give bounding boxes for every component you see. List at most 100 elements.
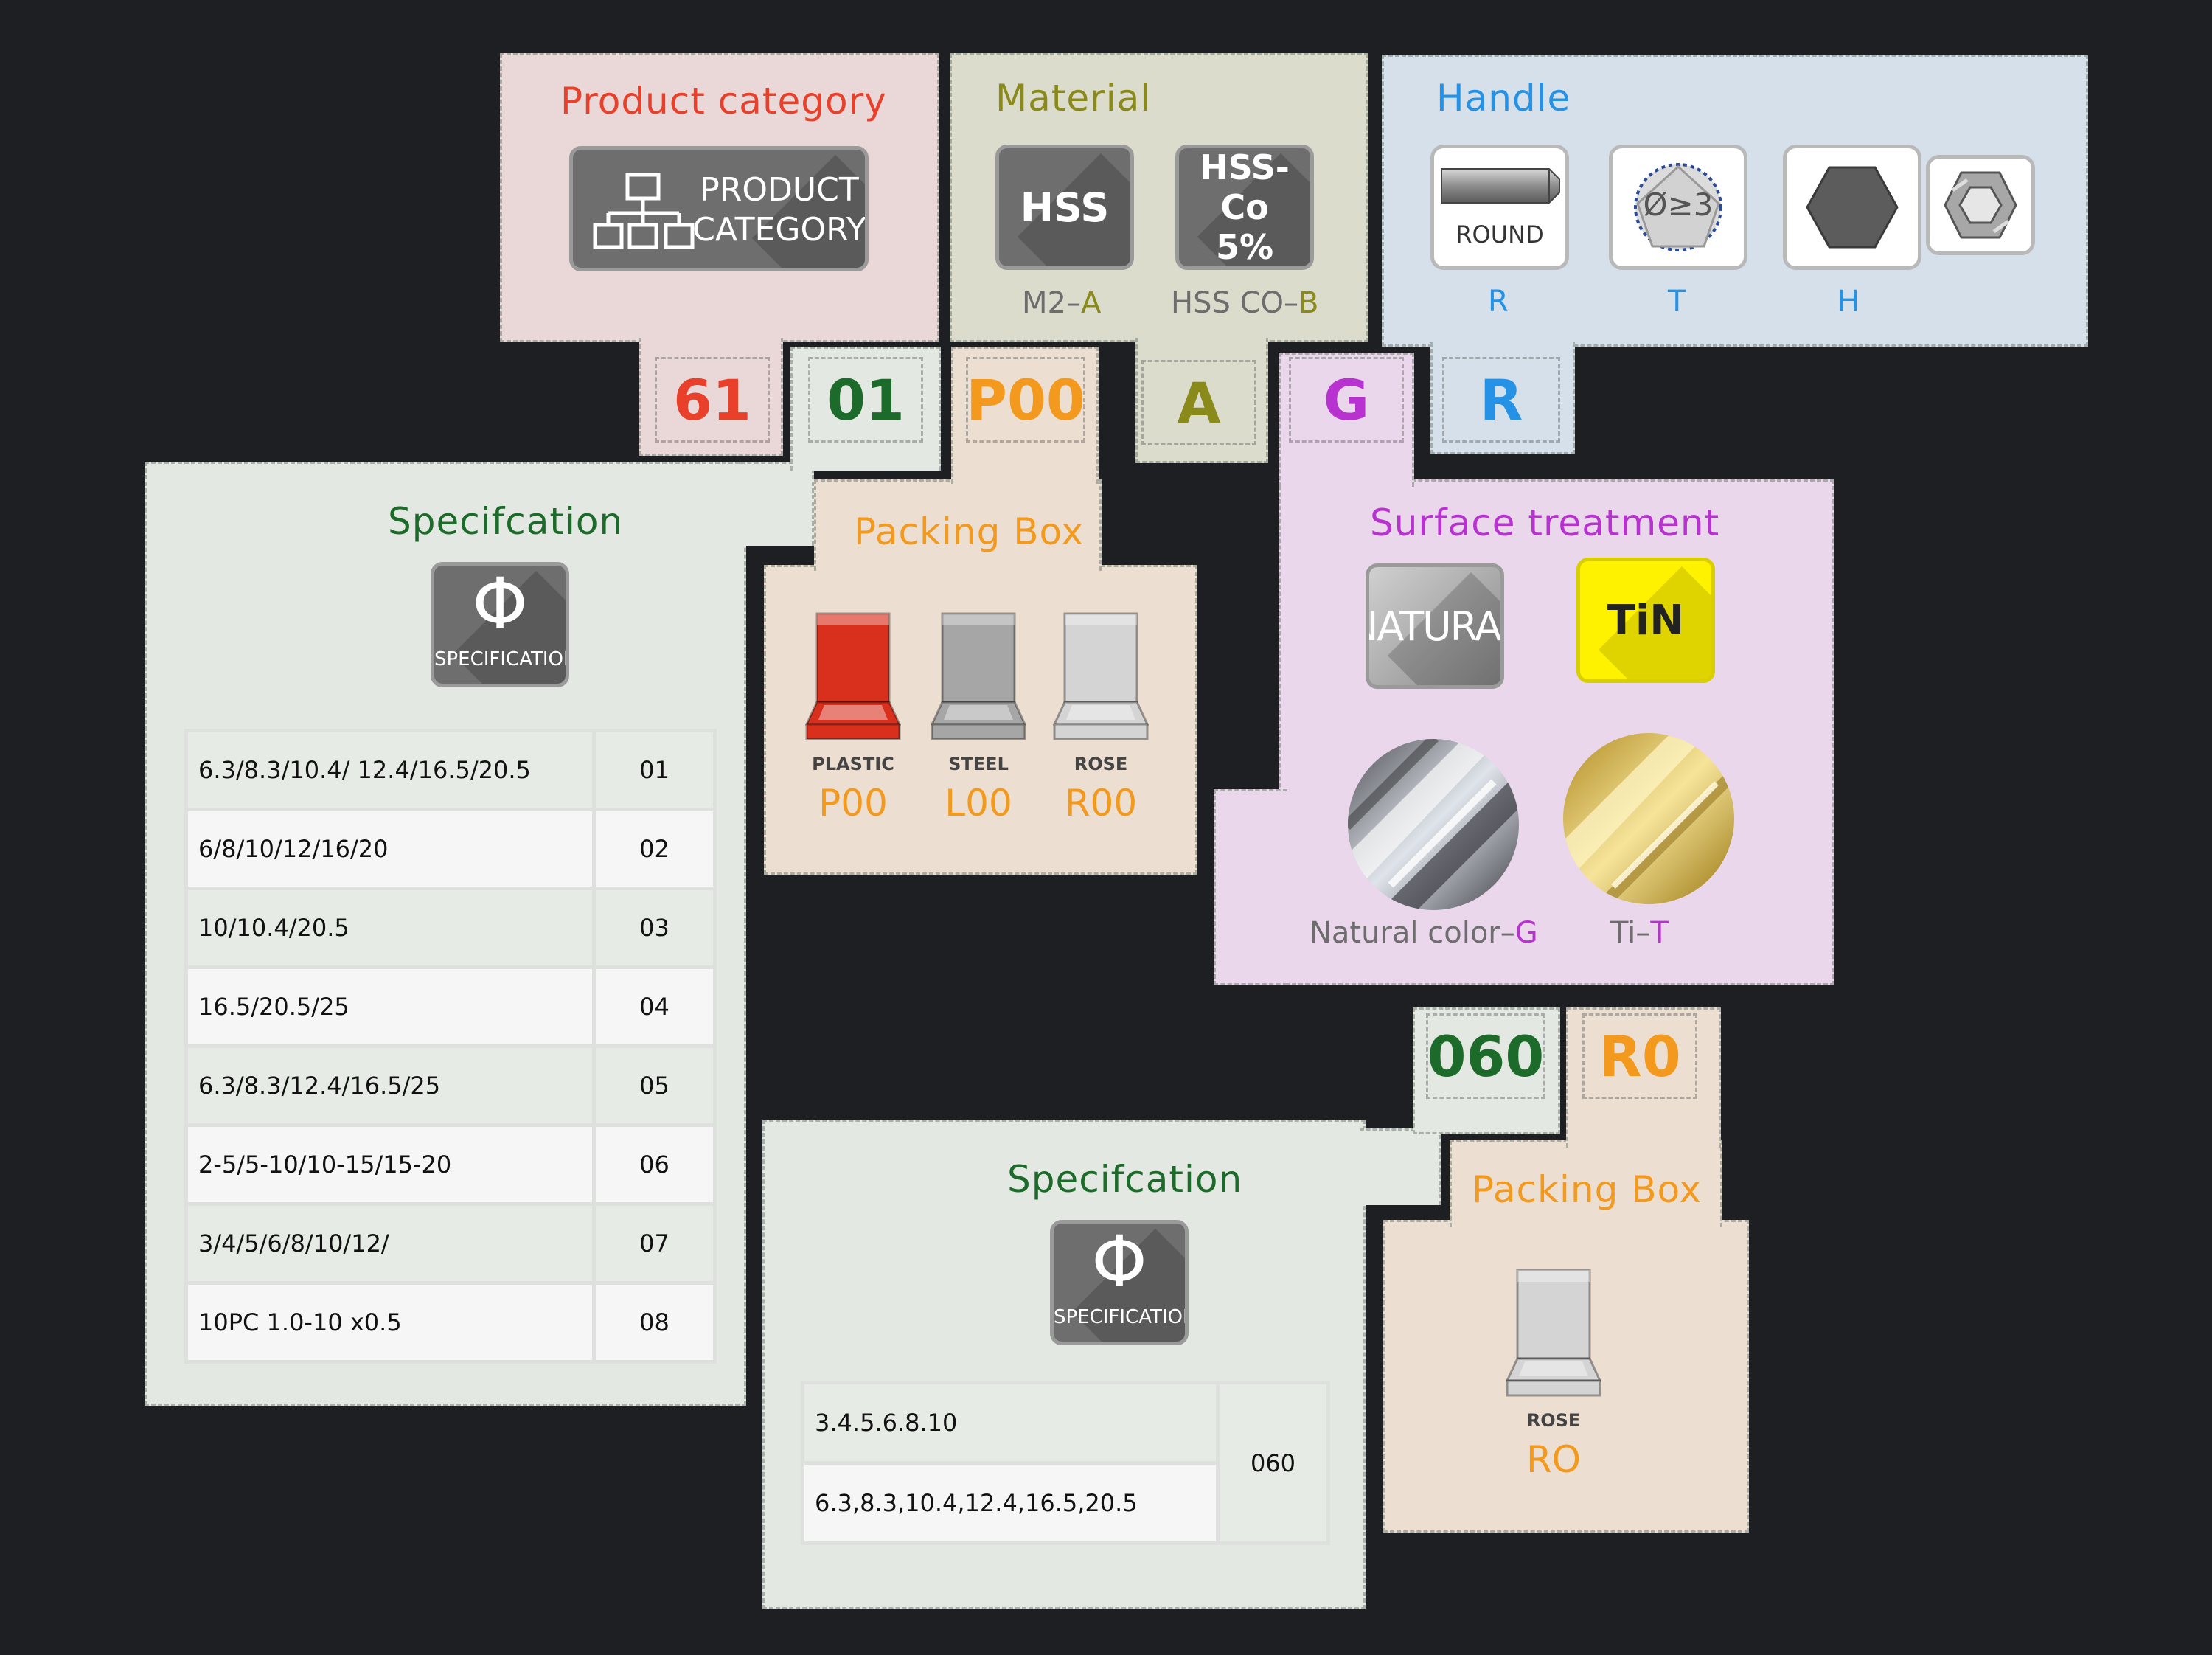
surface-panel-tab xyxy=(1279,353,1414,487)
natural-label: NATURAL xyxy=(1369,603,1500,650)
hex-quick-change-icon xyxy=(1944,171,2017,239)
code-spec1: 01 xyxy=(808,357,923,443)
spec2-table: 3.4.5.6.8.10 060 6.3,8.3,10.4,12.4,16.5,… xyxy=(801,1381,1330,1545)
material-hss-co-sub-prefix: HSS CO– xyxy=(1171,286,1298,320)
round-shank-label: ROUND xyxy=(1455,221,1544,249)
phi-icon-2: Φ xyxy=(1091,1221,1147,1303)
packing-box-option[interactable]: ROSE RO xyxy=(1498,1266,1609,1487)
code-handle: R xyxy=(1442,357,1560,443)
tin-button[interactable]: TiN xyxy=(1576,558,1715,683)
material-hss-sub-prefix: M2– xyxy=(1022,286,1081,320)
product-category-panel-tab xyxy=(639,338,783,456)
code-material: A xyxy=(1141,360,1256,445)
spec1-title: Specifcation xyxy=(388,500,624,543)
box-icon xyxy=(1506,1269,1601,1397)
code-product-category: 61 xyxy=(655,357,770,443)
triangle-shank-label: Ø≥3 xyxy=(1643,187,1714,223)
spec1-row-code: 07 xyxy=(596,1206,713,1281)
hex-quick-change-button[interactable] xyxy=(1926,155,2035,255)
spec2-title: Specifcation xyxy=(1007,1158,1243,1201)
packing2-panel-tab-b xyxy=(1566,1007,1721,1148)
spec1-row-code: 04 xyxy=(596,969,713,1044)
code-packing1: P00 xyxy=(966,357,1085,443)
material-hss-co-subtitle: HSS CO–B xyxy=(1171,286,1318,320)
natural-color-caption: Natural color–G xyxy=(1310,916,1538,950)
ti-prefix: Ti– xyxy=(1610,916,1651,950)
spec1-icon-label: SPECIFICATION xyxy=(434,648,569,670)
spec1-row-sizes: 6.3/8.3/12.4/16.5/25 xyxy=(188,1048,592,1123)
packing-box-label: ROSE xyxy=(1526,1410,1581,1431)
product-category-button-line2: CATEGORY xyxy=(692,211,866,249)
spec2-icon-label: SPECIFICATION xyxy=(1054,1306,1189,1328)
spec1-row-code: 05 xyxy=(596,1048,713,1123)
handle-code-t: T xyxy=(1668,285,1686,319)
ti-code: T xyxy=(1650,916,1669,950)
hex-shank-button[interactable] xyxy=(1783,145,1921,270)
spec1-row-sizes: 16.5/20.5/25 xyxy=(188,969,592,1044)
material-hss-button[interactable]: HSS xyxy=(995,145,1134,270)
spec1-row-sizes: 6.3/8.3/10.4/ 12.4/16.5/20.5 xyxy=(188,732,592,808)
packing-box-option[interactable]: PLASTIC P00 xyxy=(798,609,908,830)
code-spec2: 060 xyxy=(1426,1013,1545,1099)
natural-button[interactable]: NATURAL xyxy=(1366,563,1504,689)
material-hss-label: HSS xyxy=(1020,184,1110,231)
packing-box-label: PLASTIC xyxy=(812,754,894,774)
ti-caption: Ti–T xyxy=(1610,916,1669,950)
box-icon xyxy=(931,612,1026,740)
spec1-row-code: 02 xyxy=(596,811,713,887)
spec1-row-sizes: 10PC 1.0-10 x0.5 xyxy=(188,1285,592,1360)
tin-drill-photo xyxy=(1563,733,1734,904)
packing-box-option[interactable]: STEEL L00 xyxy=(923,609,1034,830)
tin-label: TiN xyxy=(1607,596,1685,645)
packing-box-label: ROSE xyxy=(1074,754,1128,774)
product-category-title: Product category xyxy=(560,80,887,122)
spec1-row-sizes: 2-5/5-10/10-15/15-20 xyxy=(188,1127,592,1202)
spec1-row-code: 01 xyxy=(596,732,713,808)
surface-panel xyxy=(1279,479,1834,985)
handle-code-r: R xyxy=(1488,285,1509,319)
spec2-row-code: 060 xyxy=(1220,1384,1326,1541)
handle-code-h: H xyxy=(1837,285,1860,319)
material-hss-co-button[interactable]: HSS-Co 5% xyxy=(1175,145,1314,270)
natural-color-prefix: Natural color– xyxy=(1310,916,1515,950)
product-category-button[interactable]: PRODUCT CATEGORY xyxy=(569,146,869,271)
spec1-row-code: 06 xyxy=(596,1127,713,1202)
packing-box-code: RO xyxy=(1526,1438,1582,1481)
packing1-title: Packing Box xyxy=(854,510,1085,553)
packing-box-code: L00 xyxy=(945,782,1012,825)
triangle-shank-button[interactable]: Ø≥3 xyxy=(1609,145,1747,270)
spec2-panel-tab-b xyxy=(1413,1007,1560,1134)
spec2-icon-button: Φ SPECIFICATION xyxy=(1050,1220,1189,1345)
natural-drill-photo xyxy=(1348,739,1519,910)
spec1-row-code: 08 xyxy=(596,1285,713,1360)
packing-box-code: P00 xyxy=(818,782,888,825)
spec1-icon-button: Φ SPECIFICATION xyxy=(431,562,569,687)
round-shank-button[interactable]: ROUND xyxy=(1430,145,1569,270)
material-panel-tab xyxy=(1135,338,1268,463)
material-hss-sub-code: A xyxy=(1080,286,1102,320)
box-icon xyxy=(805,612,901,740)
surface-title: Surface treatment xyxy=(1370,502,1720,544)
material-hss-co-sub-code: B xyxy=(1298,286,1319,320)
box-icon xyxy=(1053,612,1149,740)
code-surface: G xyxy=(1289,357,1404,443)
spec2-row1-sizes: 3.4.5.6.8.10 xyxy=(804,1384,1216,1461)
material-title: Material xyxy=(995,77,1152,119)
spec1-row-sizes: 6/8/10/12/16/20 xyxy=(188,811,592,887)
spec1-row-code: 03 xyxy=(596,890,713,965)
product-category-button-line1: PRODUCT xyxy=(700,171,859,209)
material-hss-subtitle: M2–A xyxy=(1022,286,1101,320)
spec2-panel-tab-a xyxy=(1360,1128,1441,1205)
phi-icon: Φ xyxy=(472,563,528,645)
material-hss-co-label-line2: 5% xyxy=(1215,227,1274,267)
packing-box-label: STEEL xyxy=(948,754,1009,774)
spec2-row2-sizes: 6.3,8.3,10.4,12.4,16.5,20.5 xyxy=(804,1465,1216,1541)
handle-title: Handle xyxy=(1436,77,1571,119)
code-packing2: R0 xyxy=(1582,1013,1697,1099)
